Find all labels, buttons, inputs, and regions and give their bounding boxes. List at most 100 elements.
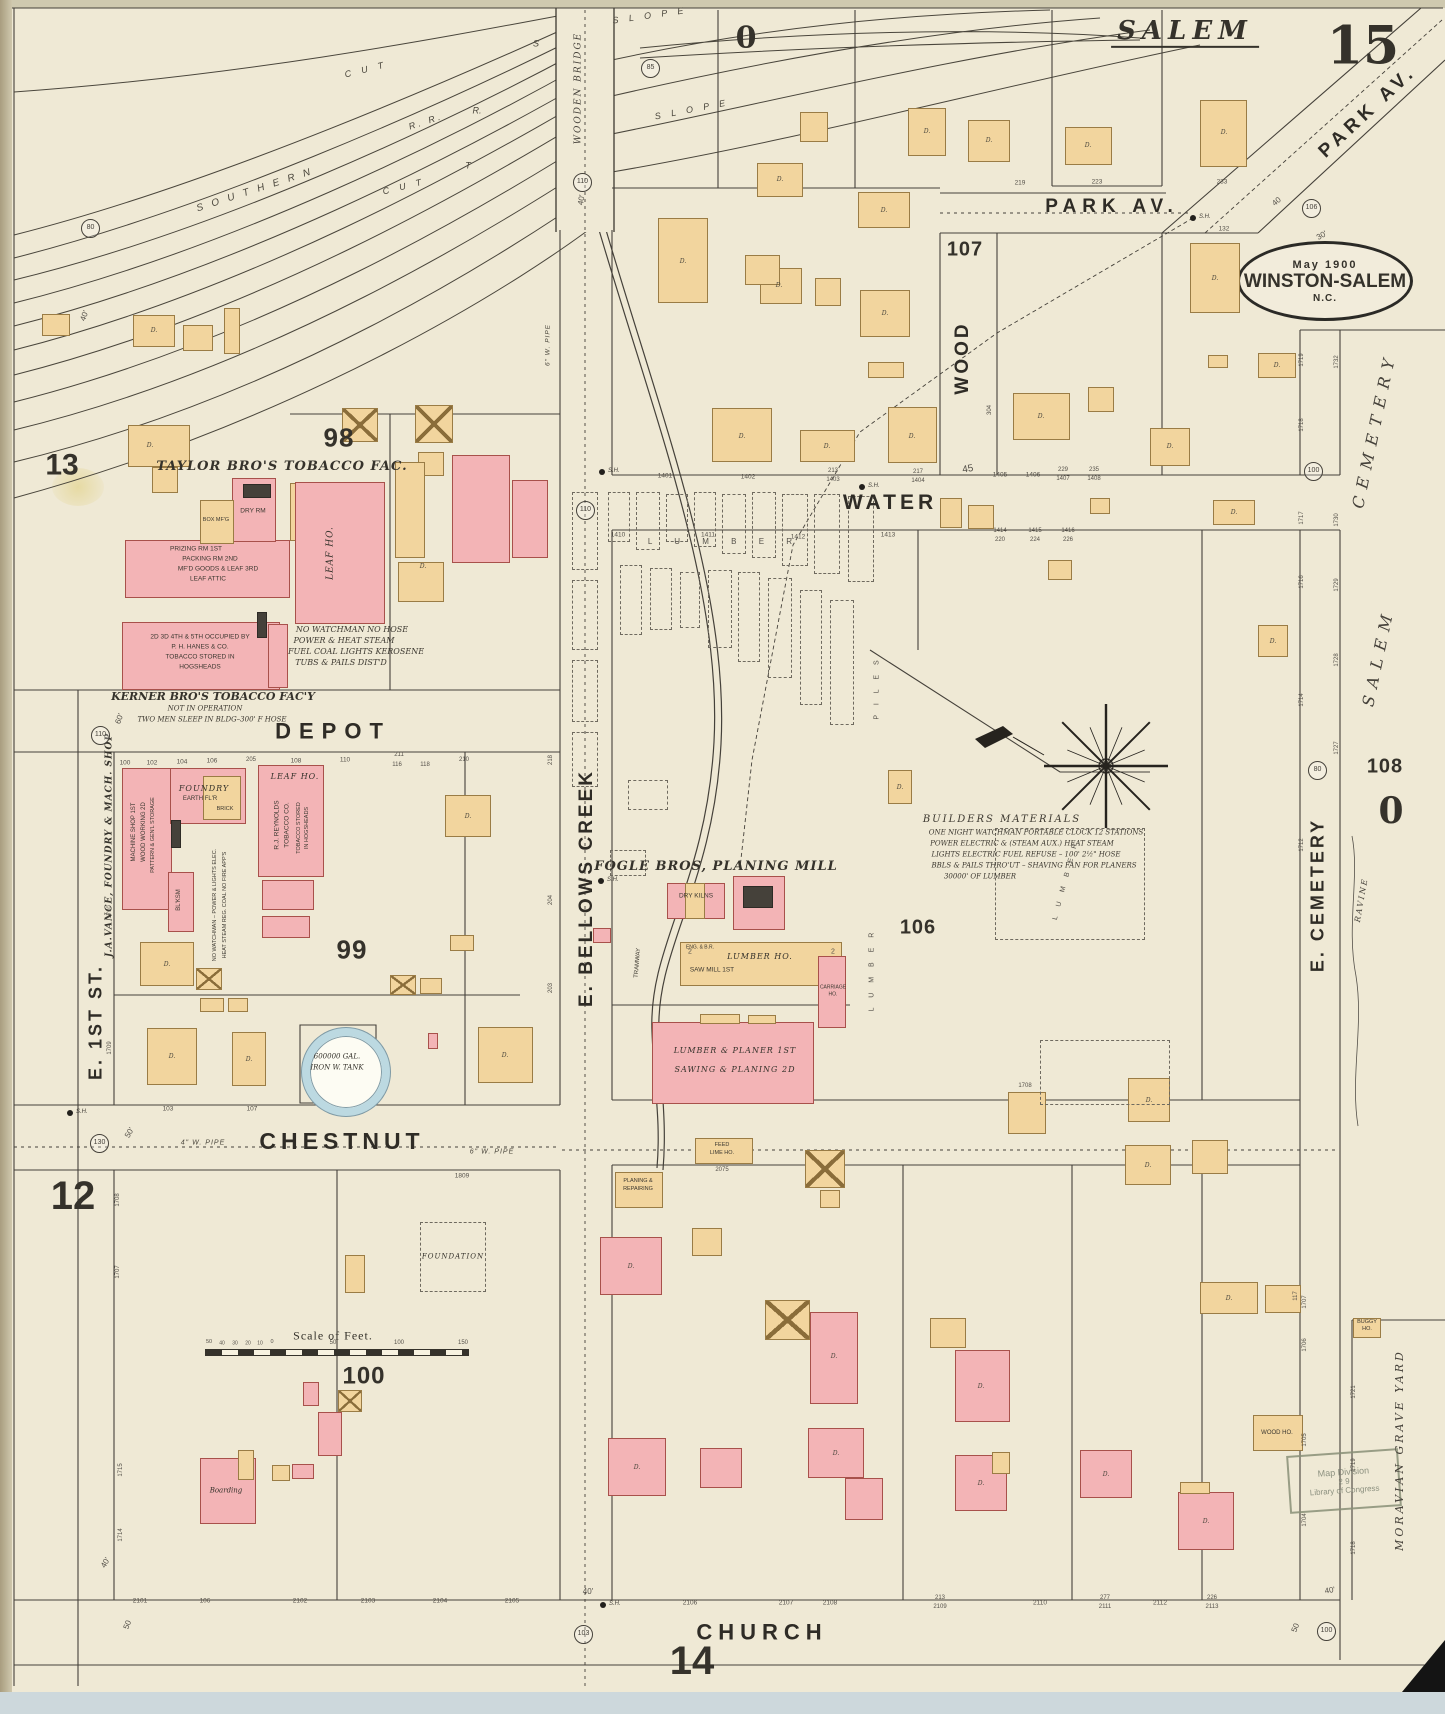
label-num: 50 [205, 1339, 213, 1346]
label-num: 1407 [1056, 475, 1070, 482]
label-num: 108 [290, 757, 302, 765]
label-num: 304 [986, 404, 993, 416]
label-num: 1710 [106, 905, 113, 919]
label-tinyi: LUMBER & PLANER 1ST [673, 1045, 797, 1055]
label-dmark: D. [977, 1382, 985, 1390]
label-note: POWER & HEAT STEAM [293, 635, 395, 645]
hydrant-label: S.H. [609, 1601, 621, 1607]
building [814, 494, 840, 574]
label-num: 1416 [1061, 527, 1075, 534]
label-num: 1727 [1333, 741, 1340, 755]
building [1128, 1078, 1170, 1122]
label-rr: S [532, 38, 540, 49]
label-tiny: IN HOGSHEADS [304, 806, 311, 850]
building [868, 362, 904, 378]
label-num: 235 [1088, 466, 1100, 473]
label-num: 1406 [1025, 471, 1041, 479]
building [968, 505, 994, 529]
library-of-congress-stamp: Map Division 2 9 Library of Congress [1286, 1448, 1402, 1514]
label-pipelbl: 4" W. PIPE [180, 1139, 226, 1147]
label-tinyi: 600000 GAL. [313, 1052, 361, 1061]
label-tiny: NO WATCHMAN – POWER & LIGHTS ELEC. [212, 848, 219, 962]
label-tinyi: LEAF HO. [270, 771, 320, 781]
label-note: TWO MEN SLEEP IN BLDG–300' F HOSE [137, 715, 287, 724]
building [232, 1032, 266, 1086]
stamp-state: N.C. [1313, 292, 1337, 304]
label-dmark: D. [1144, 1161, 1152, 1169]
label-num: 45 [961, 462, 975, 476]
label-num: 229 [1057, 466, 1069, 473]
building [1190, 243, 1240, 313]
label-num: 1401 [657, 472, 673, 480]
label-num: 103 [162, 1105, 174, 1113]
label-num: 1414 [993, 527, 1007, 534]
building [848, 496, 874, 582]
building [722, 494, 746, 554]
label-tiny: BRICK [216, 806, 234, 813]
label-tiny: TOBACCO STORED IN [165, 653, 235, 661]
building [257, 612, 267, 638]
label-tiny: BUGGY [1357, 1319, 1377, 1326]
building [765, 1300, 810, 1340]
label-tinyi: SAWING & PLANING 2D [674, 1064, 796, 1074]
building [908, 108, 946, 156]
building [752, 492, 776, 558]
label-num: 204 [547, 894, 554, 906]
label-num: 10 [257, 1340, 263, 1347]
building [1258, 353, 1296, 378]
building [42, 314, 70, 336]
building [1178, 1492, 1234, 1550]
building [805, 1150, 845, 1188]
label-block: 99 [336, 934, 368, 965]
building [152, 467, 178, 493]
label-num: 2104 [432, 1597, 448, 1605]
map-date-stamp: May 1900 WINSTON-SALEM N.C. [1237, 241, 1413, 321]
label-num: 1403 [826, 476, 840, 483]
building [800, 112, 828, 142]
building [171, 820, 181, 848]
building [600, 1237, 662, 1295]
building [745, 255, 780, 285]
street-width-marker: 100 [1304, 462, 1323, 481]
label-num: 220 [994, 536, 1006, 543]
label-num: 205 [245, 756, 257, 763]
building [1013, 393, 1070, 440]
label-num: 104 [176, 758, 188, 766]
hydrant-label: S.H. [868, 483, 880, 489]
label-num: 224 [1029, 536, 1041, 543]
footpath-dashes [739, 19, 1443, 869]
building [303, 1382, 319, 1406]
label-note: ONE NIGHT WATCHMAN PORTABLE CLOCK 12 STA… [928, 828, 1144, 837]
label-block: 108 [1366, 755, 1404, 778]
label-tiny: ENG. & B.R. [685, 944, 715, 951]
building [652, 1022, 814, 1104]
label-tiny: REPAIRING [623, 1186, 653, 1193]
label-num: 1730 [1333, 513, 1340, 527]
label-num: 1719 [1298, 353, 1305, 367]
building [125, 540, 290, 598]
label-num: 1708 [114, 1193, 121, 1207]
building [666, 494, 688, 542]
building [608, 1438, 666, 1496]
label-dmark: D. [1202, 1517, 1210, 1525]
label-zero: 0 [735, 20, 757, 56]
label-tiny: P. H. HANES & CO. [171, 643, 229, 651]
label-num: 2101 [132, 1597, 148, 1605]
building [122, 768, 172, 910]
label-num: 1410 [610, 531, 626, 539]
label-tiny: PATTERN & GEN'L STORAGE [150, 797, 157, 873]
label-note: FUEL COAL LIGHTS KEROSENE [287, 646, 425, 656]
building [572, 492, 598, 570]
building [196, 968, 222, 990]
label-dashlbl: L U M B E R [647, 536, 803, 546]
label-note: POWER ELECTRIC & (STEAM AUX.) HEAT STEAM [930, 839, 1114, 848]
label-num: 2075 [715, 1166, 729, 1173]
building [1200, 1282, 1258, 1314]
label-num: 100 [119, 759, 131, 767]
label-num: 213 [934, 1594, 946, 1601]
hydrant-label: S.H. [76, 1109, 88, 1115]
label-num: 40 [219, 1340, 225, 1347]
label-num: 1411 [701, 531, 715, 539]
building [955, 1350, 1010, 1422]
label-num: 2 [688, 948, 692, 956]
